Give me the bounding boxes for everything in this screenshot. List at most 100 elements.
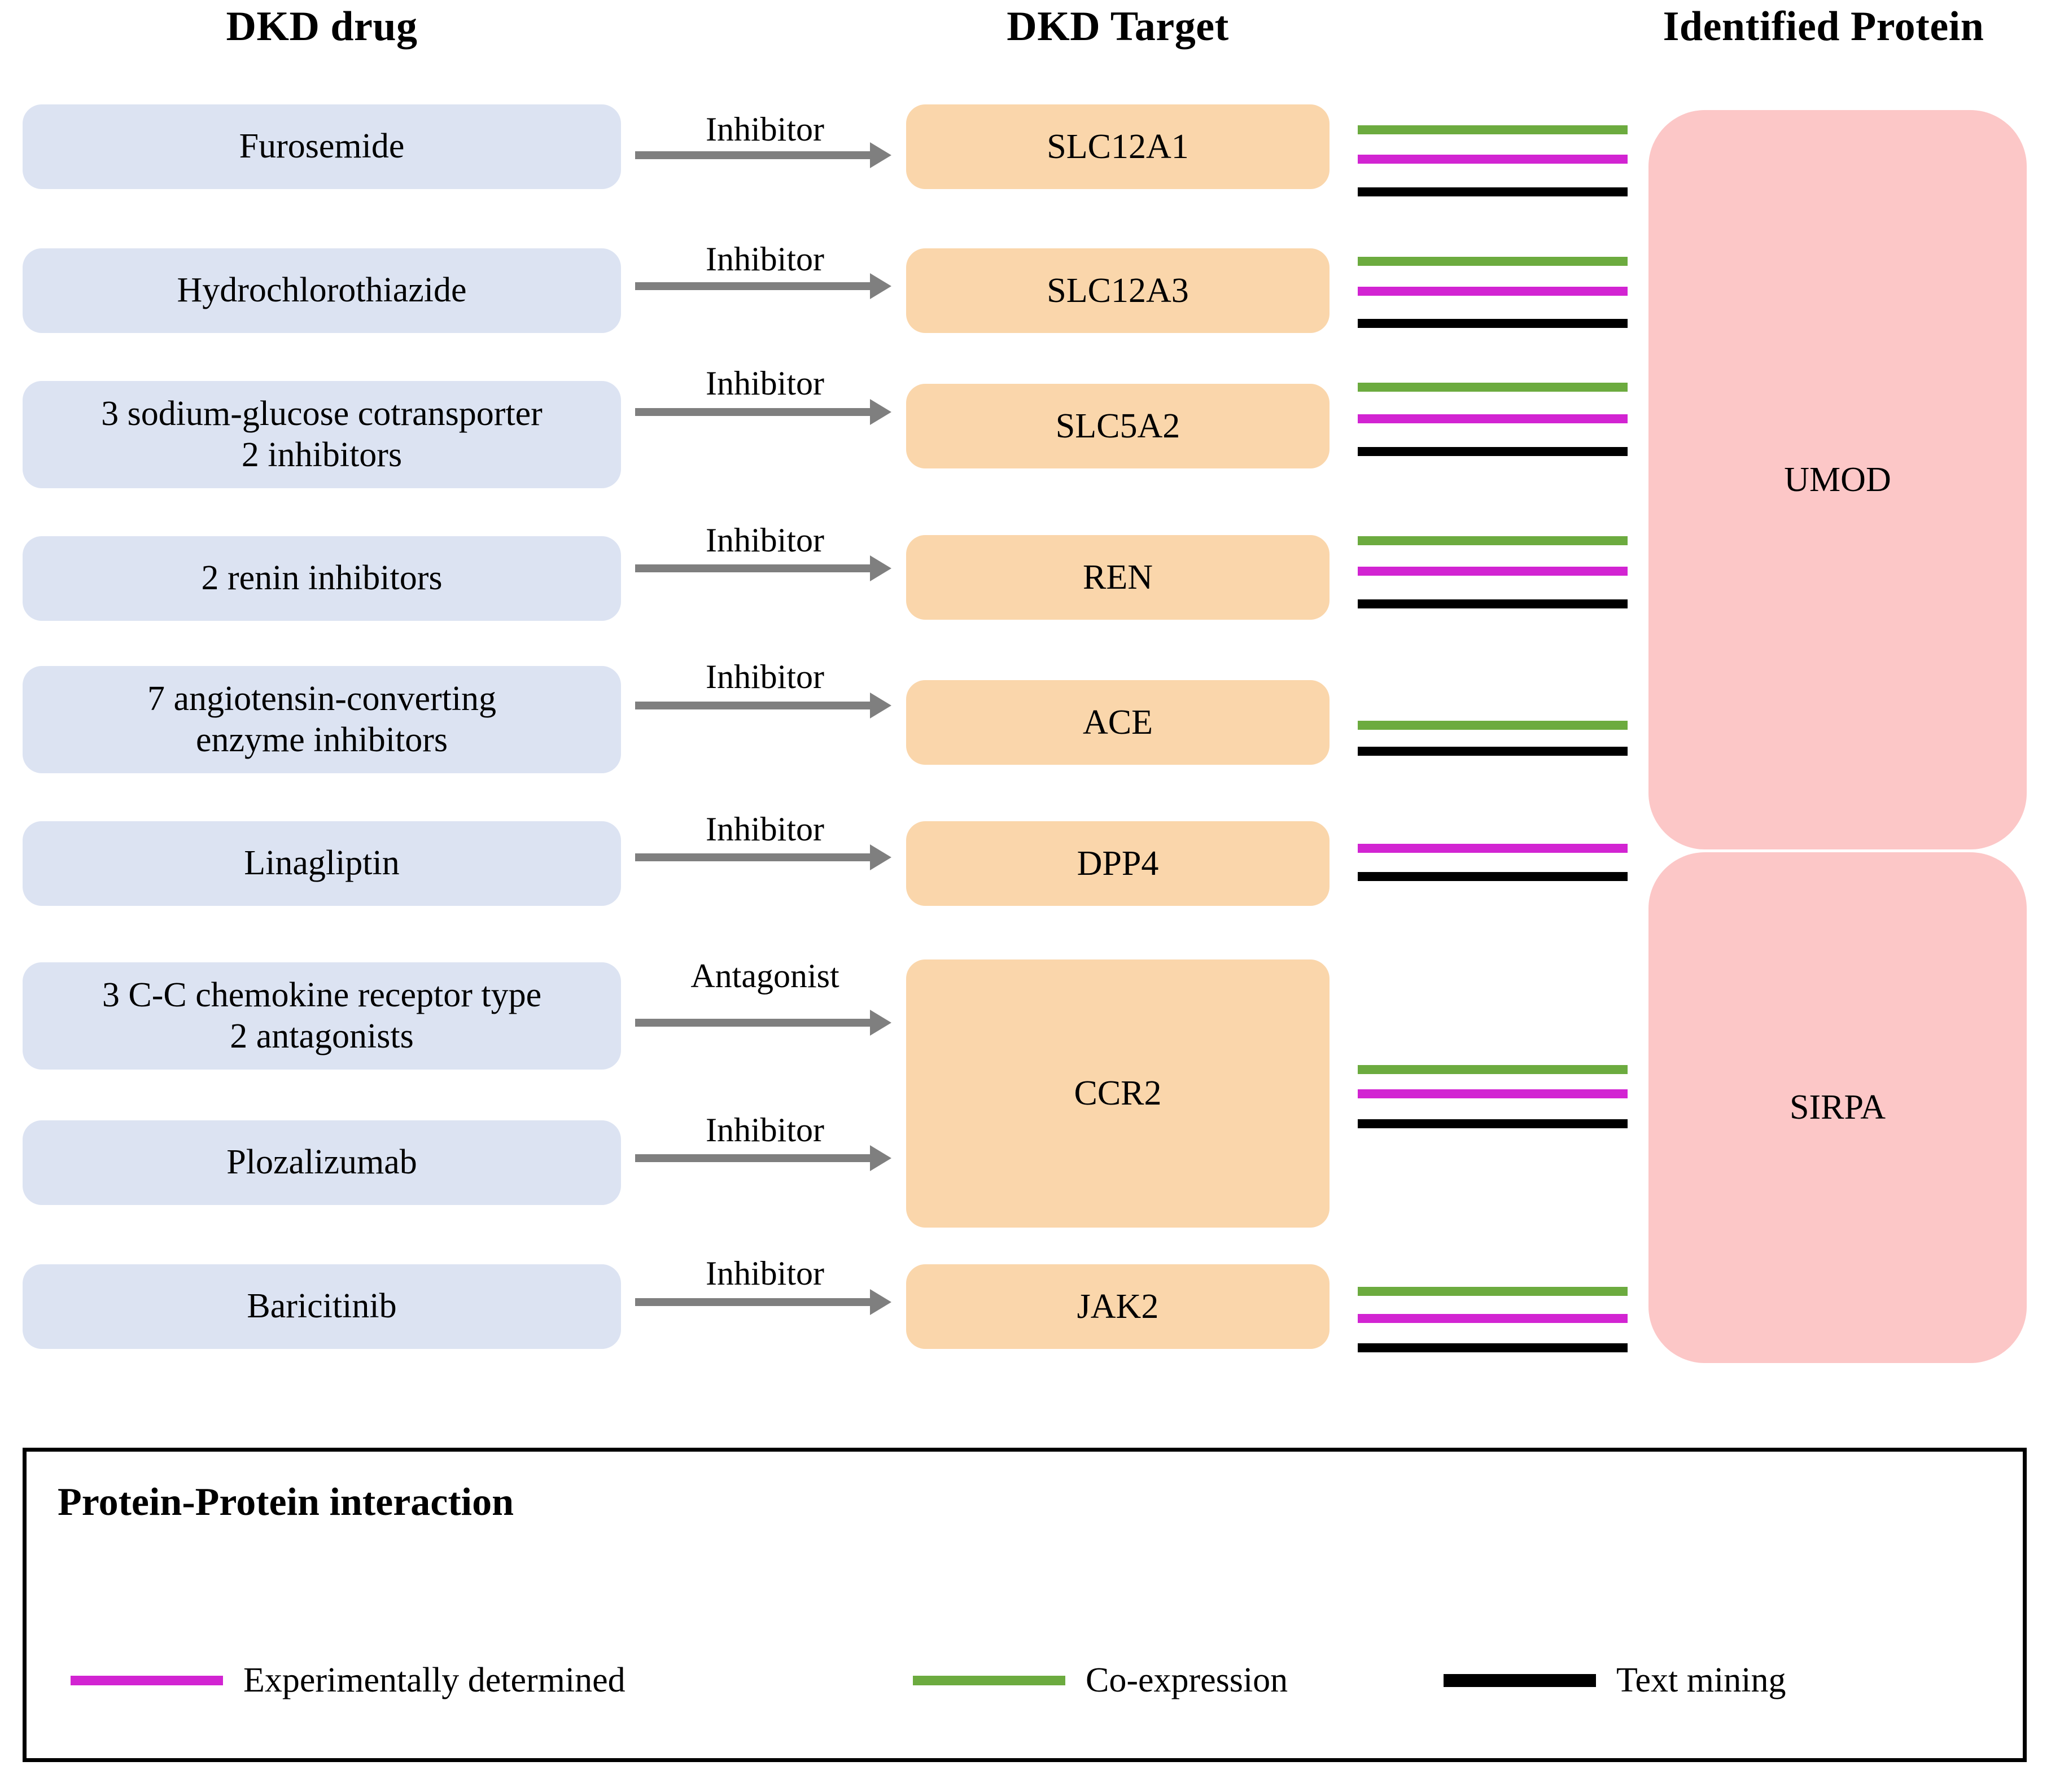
target-box-slc5a2[interactable]: SLC5A2 — [906, 384, 1330, 468]
legend-panel: Protein-Protein interaction Experimental… — [23, 1448, 2027, 1762]
target-label: DPP4 — [1077, 844, 1159, 883]
target-label: CCR2 — [1074, 1074, 1162, 1112]
ppi-line-co-expression-3 — [1358, 383, 1628, 392]
ppi-line-co-expression-7 — [1358, 1065, 1628, 1074]
legend-swatch-magenta-icon — [71, 1676, 223, 1685]
drug-label-line2: 2 inhibitors — [241, 436, 403, 474]
drug-box-hydrochlorothiazide[interactable]: Hydrochlorothiazide — [23, 248, 621, 333]
drug-label: Furosemide — [239, 127, 405, 166]
drug-label-line1: 3 sodium-glucose cotransporter — [101, 394, 543, 433]
target-box-dpp4[interactable]: DPP4 — [906, 821, 1330, 906]
relation-text: Inhibitor — [706, 240, 824, 278]
relation-label-7: Antagonist — [635, 957, 895, 996]
ppi-line-text-mining-6 — [1358, 872, 1628, 881]
relation-text: Inhibitor — [706, 365, 824, 402]
target-label: SLC5A2 — [1055, 406, 1180, 445]
relation-text: Inhibitor — [706, 658, 824, 695]
arrow-drug-to-target-5 — [635, 693, 891, 718]
target-box-slc12a3[interactable]: SLC12A3 — [906, 248, 1330, 333]
ppi-line-experimentally-determined-7 — [1358, 1089, 1628, 1098]
ppi-line-text-mining-7 — [1358, 1119, 1628, 1128]
column-header-identified-protein-label: Identified Protein — [1663, 3, 1984, 50]
target-label: JAK2 — [1077, 1287, 1159, 1326]
legend-swatch-black-icon — [1444, 1674, 1596, 1687]
ppi-line-experimentally-determined-6 — [1358, 844, 1628, 853]
ppi-line-co-expression-2 — [1358, 257, 1628, 266]
legend-label: Experimentally determined — [243, 1661, 626, 1699]
ppi-line-text-mining-3 — [1358, 447, 1628, 456]
ppi-line-text-mining-4 — [1358, 599, 1628, 608]
drug-box-baricitinib[interactable]: Baricitinib — [23, 1264, 621, 1349]
relation-text: Inhibitor — [706, 1111, 824, 1149]
target-box-ccr2[interactable]: CCR2 — [906, 959, 1330, 1228]
legend-entry-co-expression: Co-expression — [913, 1660, 1288, 1701]
legend-label: Text mining — [1616, 1661, 1786, 1699]
relation-text: Antagonist — [690, 957, 839, 994]
arrow-drug-to-target-8 — [635, 1145, 891, 1171]
relation-label-3: Inhibitor — [635, 364, 895, 403]
arrow-drug-to-target-1 — [635, 142, 891, 168]
protein-box-umod[interactable]: UMOD — [1648, 110, 2027, 849]
arrow-drug-to-target-6 — [635, 844, 891, 870]
column-header-dkd-drug-label: DKD drug — [226, 3, 418, 50]
column-header-dkd-drug: DKD drug — [23, 3, 621, 51]
drug-box-renin-inhibitors[interactable]: 2 renin inhibitors — [23, 536, 621, 621]
ppi-line-text-mining-1 — [1358, 187, 1628, 196]
arrow-drug-to-target-2 — [635, 273, 891, 299]
target-box-ace[interactable]: ACE — [906, 680, 1330, 765]
ppi-line-experimentally-determined-1 — [1358, 155, 1628, 164]
drug-box-furosemide[interactable]: Furosemide — [23, 104, 621, 189]
ppi-line-text-mining-2 — [1358, 319, 1628, 328]
column-header-dkd-target-label: DKD Target — [1007, 3, 1229, 50]
relation-label-9: Inhibitor — [635, 1254, 895, 1293]
drug-label-line2: 2 antagonists — [230, 1017, 414, 1055]
arrow-drug-to-target-7 — [635, 1010, 891, 1036]
relation-text: Inhibitor — [706, 111, 824, 148]
drug-box-linagliptin[interactable]: Linagliptin — [23, 821, 621, 906]
drug-label-line1: 3 C-C chemokine receptor type — [102, 975, 542, 1014]
relation-label-4: Inhibitor — [635, 521, 895, 560]
ppi-line-co-expression-9 — [1358, 1287, 1628, 1296]
drug-label: Hydrochlorothiazide — [177, 271, 467, 310]
drug-box-ccr2-antagonists[interactable]: 3 C-C chemokine receptor type 2 antagoni… — [23, 962, 621, 1070]
legend-entry-experimentally-determined: Experimentally determined — [71, 1660, 626, 1701]
relation-text: Inhibitor — [706, 522, 824, 559]
protein-label: UMOD — [1784, 460, 1891, 499]
column-header-identified-protein: Identified Protein — [1598, 3, 2049, 51]
legend-title-text: Protein-Protein interaction — [58, 1480, 514, 1524]
legend-entry-text-mining: Text mining — [1444, 1660, 1786, 1701]
drug-label-line1: 7 angiotensin-converting — [147, 679, 497, 718]
relation-text: Inhibitor — [706, 1255, 824, 1292]
ppi-line-experimentally-determined-4 — [1358, 567, 1628, 576]
drug-label: 2 renin inhibitors — [201, 559, 443, 598]
ppi-line-experimentally-determined-9 — [1358, 1314, 1628, 1323]
target-label: SLC12A1 — [1047, 127, 1189, 166]
legend-label: Co-expression — [1086, 1661, 1288, 1699]
target-label: REN — [1083, 558, 1153, 597]
target-label: SLC12A3 — [1047, 271, 1189, 310]
target-box-ren[interactable]: REN — [906, 535, 1330, 620]
drug-label: Linagliptin — [244, 844, 400, 883]
relation-label-1: Inhibitor — [635, 110, 895, 149]
relation-label-6: Inhibitor — [635, 810, 895, 849]
protein-box-sirpa[interactable]: SIRPA — [1648, 852, 2027, 1363]
column-header-dkd-target: DKD Target — [864, 3, 1372, 51]
ppi-line-co-expression-5 — [1358, 721, 1628, 730]
ppi-line-experimentally-determined-3 — [1358, 414, 1628, 423]
ppi-line-experimentally-determined-2 — [1358, 287, 1628, 296]
ppi-line-co-expression-1 — [1358, 125, 1628, 134]
relation-label-8: Inhibitor — [635, 1111, 895, 1150]
legend-title: Protein-Protein interaction — [58, 1480, 514, 1525]
relation-text: Inhibitor — [706, 810, 824, 848]
drug-box-ace-inhibitors[interactable]: 7 angiotensin-converting enzyme inhibito… — [23, 666, 621, 773]
target-box-slc12a1[interactable]: SLC12A1 — [906, 104, 1330, 189]
drug-box-plozalizumab[interactable]: Plozalizumab — [23, 1120, 621, 1205]
drug-box-sglt2-inhibitors[interactable]: 3 sodium-glucose cotransporter 2 inhibit… — [23, 381, 621, 488]
drug-label: Baricitinib — [247, 1287, 397, 1326]
target-box-jak2[interactable]: JAK2 — [906, 1264, 1330, 1349]
drug-label: Plozalizumab — [226, 1143, 417, 1182]
arrow-drug-to-target-3 — [635, 399, 891, 425]
protein-label: SIRPA — [1789, 1088, 1886, 1127]
relation-label-5: Inhibitor — [635, 658, 895, 696]
